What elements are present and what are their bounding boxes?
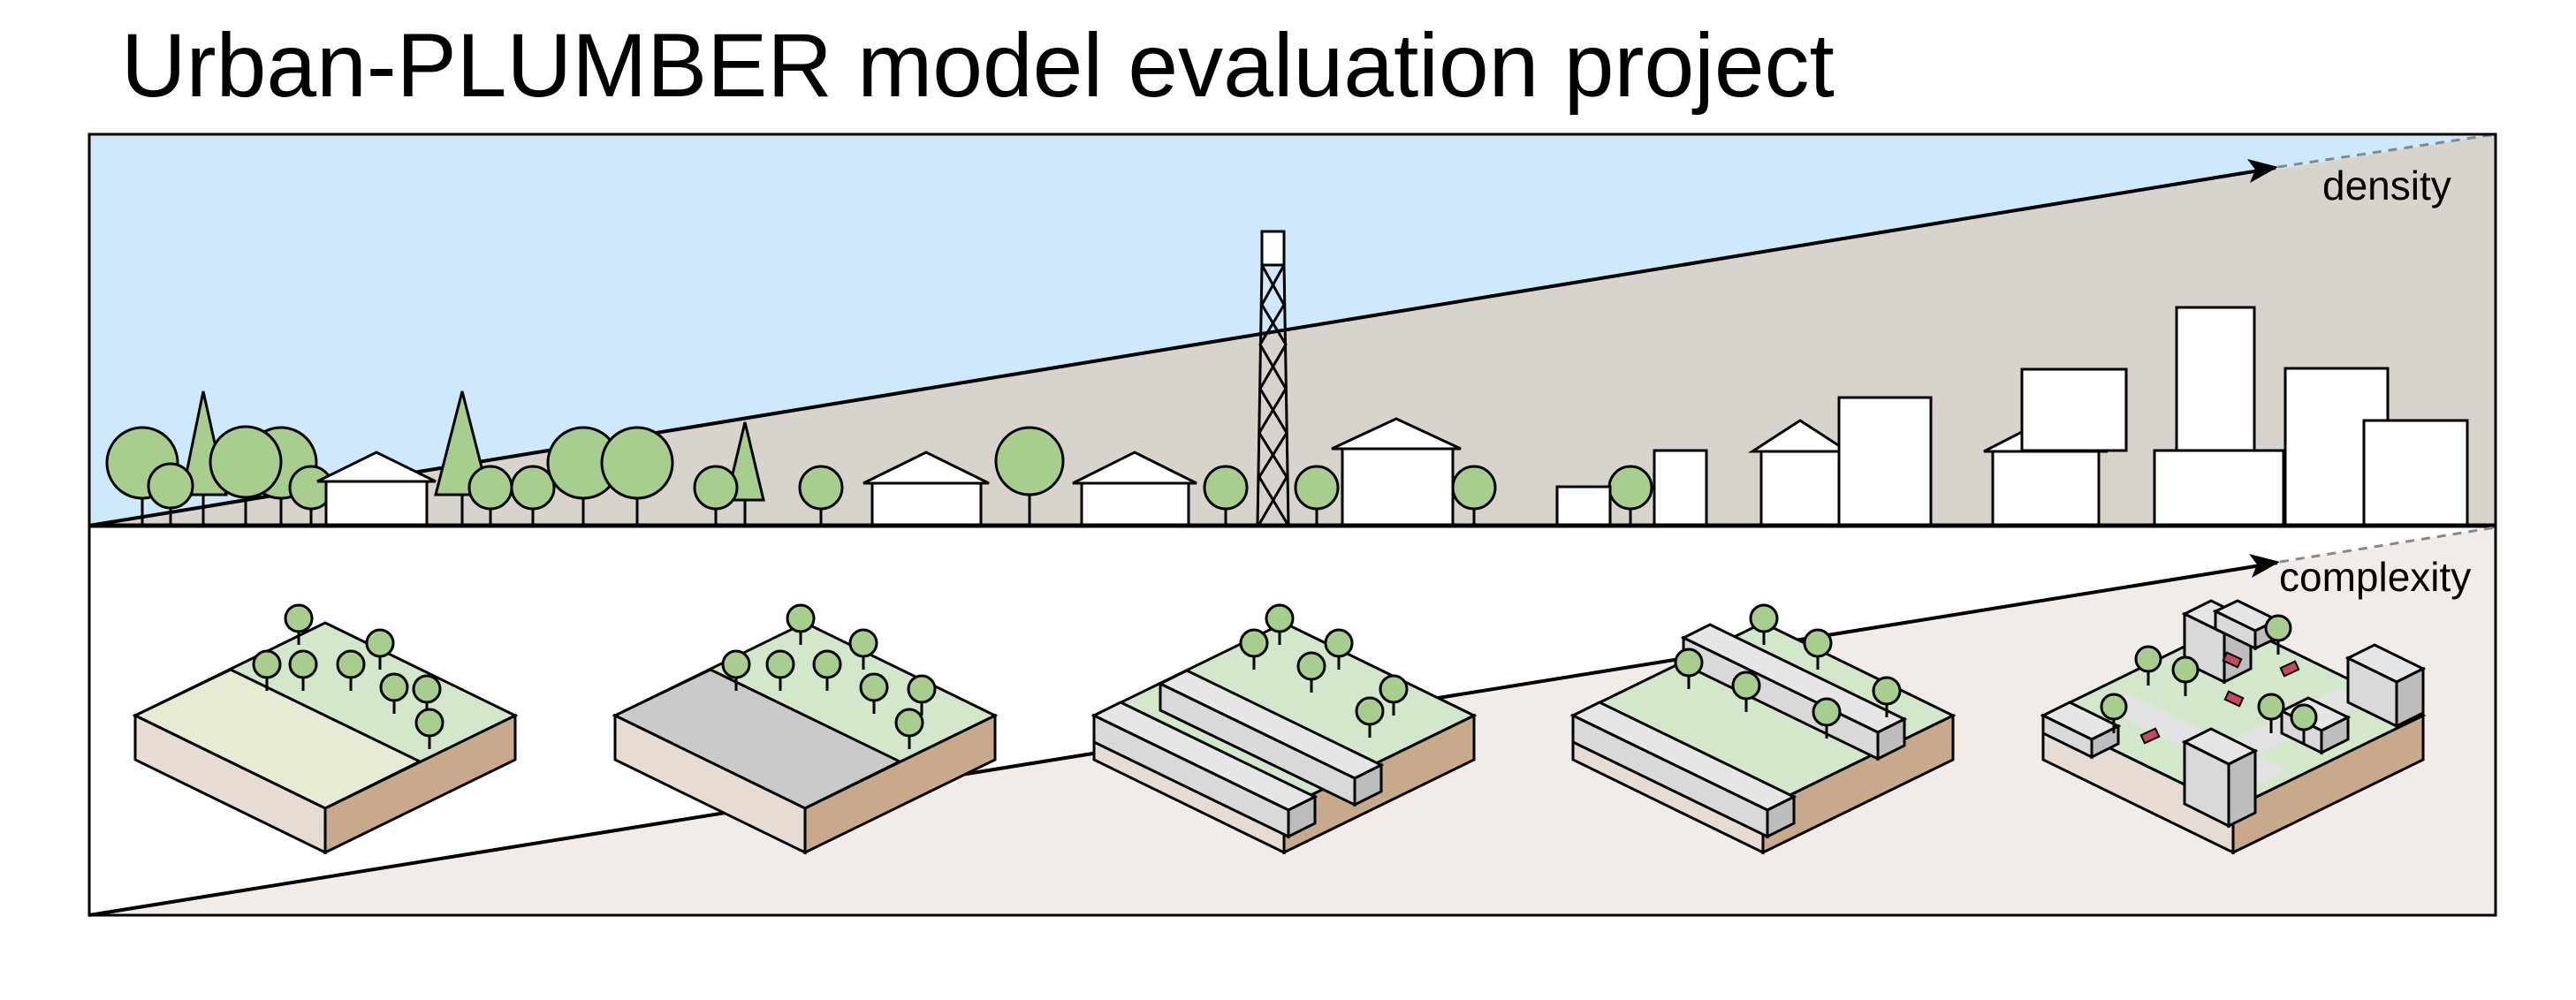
round-tree — [994, 426, 1065, 496]
round-tree — [600, 426, 674, 500]
round-tree — [510, 465, 556, 511]
arrow-icon — [2247, 159, 2278, 183]
density-label: density — [2322, 163, 2451, 208]
building — [1837, 396, 1933, 527]
lattice-tower-icon — [1256, 230, 1290, 527]
house — [1991, 450, 2101, 527]
round-tree — [1203, 465, 1249, 511]
building — [1555, 485, 1612, 527]
house — [1341, 447, 1455, 527]
page-title: Urban-PLUMBER model evaluation project — [121, 15, 1835, 116]
house — [324, 480, 429, 527]
round-tree — [693, 465, 739, 511]
building — [2020, 367, 2128, 452]
tile-3-buildings-and-trees — [1090, 603, 1478, 855]
house-roof — [316, 451, 437, 483]
rural-vegetation — [105, 390, 1930, 524]
house-roof — [1747, 419, 1853, 453]
tile-1-grass-and-trees — [132, 603, 519, 855]
round-tree — [1607, 465, 1653, 511]
tile-4-street-canyons-and-trees — [1569, 603, 1957, 855]
house — [1759, 450, 1841, 527]
panel-border — [87, 133, 2497, 917]
house-roof — [1072, 451, 1197, 485]
tile-2-paved-and-trees — [612, 603, 999, 855]
tile-5-complex-urban — [2040, 599, 2427, 855]
density-arrow-dash — [2277, 133, 2496, 169]
house — [870, 481, 983, 527]
complexity-arrow-dash — [2279, 526, 2496, 564]
round-tree — [1294, 465, 1340, 511]
round-tree — [1451, 465, 1497, 511]
density-panel: density — [88, 133, 2496, 528]
round-tree — [798, 465, 844, 511]
arrow-icon — [2249, 554, 2280, 578]
house — [1080, 481, 1190, 527]
house-roof — [862, 451, 990, 485]
house-roof — [1331, 417, 1462, 451]
round-tree — [147, 462, 194, 510]
building — [2362, 419, 2469, 527]
building — [2153, 449, 2285, 527]
car — [2139, 727, 2161, 745]
building — [1653, 449, 1708, 527]
car — [2223, 690, 2245, 708]
buildings — [316, 306, 2469, 527]
car — [2222, 651, 2243, 669]
building — [2175, 306, 2256, 452]
round-tree — [467, 465, 513, 511]
complexity-label: complexity — [2279, 554, 2471, 600]
round-tree — [209, 425, 283, 499]
car — [2279, 660, 2300, 678]
